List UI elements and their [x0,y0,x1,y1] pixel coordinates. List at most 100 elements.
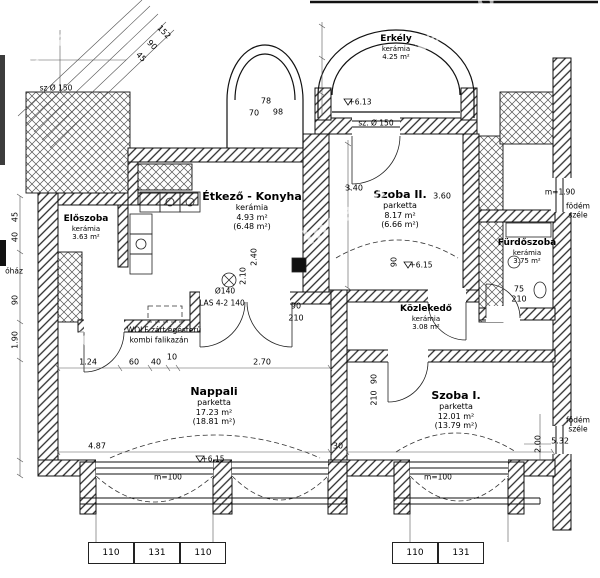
annotation-label: födém [566,201,590,211]
dimension-label: 2.40 [249,248,259,266]
dimension-label: 60 [128,357,140,367]
dimension-label: 90 [290,301,302,311]
dimension-label: 3.60 [433,191,451,201]
scan-marks [0,0,598,266]
annotation-label: +6.15 [201,454,225,464]
dimension-label: 90 [369,373,379,385]
room-etkezo-konyha: Étkező - Konyha kerámia 4.93 m² (6.48 m²… [202,190,302,232]
room-area: 3.08 m² [412,323,440,332]
dimension-label: 78 [260,96,272,106]
window-lines [96,120,564,475]
annotation-label: sz Ø 150 [39,83,73,93]
fixtures [129,191,552,299]
balcony-arches [226,29,475,148]
room-nappali: Nappali parketta 17.23 m² (18.81 m²) [190,385,237,427]
annotation-label: +6.13 [348,97,372,107]
dimension-label: 1.24 [79,357,97,367]
dimension-label: 30 [332,441,344,451]
room-area: 17.23 m² [195,407,233,417]
room-area: 3.75 m² [513,257,541,266]
annotation-label: óház [5,266,23,276]
annotation-label: m=1.90 [544,187,576,197]
annotation-label: széle [568,424,588,434]
annotation-label: kombi falikazán [129,335,189,345]
room-material: parketta [197,398,231,408]
dimension-label: 5.32 [551,436,569,446]
dimension-label: 90 [10,294,20,306]
dimension-label: 90 [145,38,159,52]
dimension-label: 98 [272,107,284,117]
watermark-text: Értékes Ottho [18,0,174,73]
level-marks [195,98,413,463]
annotation-label: sz. Ø 150 [358,118,394,128]
dimension-box: 110 [88,542,134,564]
dimension-label: 2.00 [533,435,543,453]
annotation-label: Ø140 [214,286,236,296]
room-area-secondary: (18.81 m²) [192,417,236,427]
dimension-label: 75 [513,284,525,294]
watermark-text: tékas Otta [409,0,531,58]
dimension-label: 90 [389,256,399,268]
room-kozlekedo: Közlekedő kerámia 3.08 m² [400,304,452,332]
dimension-box: 131 [134,542,180,564]
room-furdoszoba: Fürdőszoba kerámia 3.75 m² [498,238,556,266]
room-area-secondary: (6.66 m²) [381,220,419,230]
dimension-box: 131 [438,542,484,564]
dimension-label: 3.40 [345,183,363,193]
room-name: Szoba I. [431,389,481,402]
dimension-label: 45 [10,211,20,223]
annotation-label: m=100 [154,472,182,482]
room-name: Fürdőszoba [497,238,557,248]
room-material: parketta [383,201,417,211]
room-name: Előszoba [63,214,109,224]
dimension-label: 210 [369,390,379,406]
door-swings [83,135,521,403]
room-area-secondary: (6.48 m²) [233,222,271,232]
room-eloszoba: Előszoba kerámia 3.63 m² [64,214,109,242]
room-erkely: Erkély kerámia 4.25 m² [380,34,411,62]
dimension-label: 210 [511,294,527,304]
dimension-label: 40 [150,357,162,367]
room-name: Közlekedő [400,304,452,314]
room-material: kerámia [381,44,411,53]
dimension-label: 70 [248,108,260,118]
dimension-lines [16,0,556,542]
room-area: 3.63 m² [72,233,100,242]
dimension-label: 210 [288,313,304,323]
room-area-secondary: (13.79 m²) [434,421,478,431]
dimension-label: 45 [134,50,148,64]
dimension-label: 2.10 [238,267,248,285]
dimension-label: 2.70 [253,357,271,367]
dimension-box: 110 [392,542,438,564]
dimension-label: 4.87 [88,441,106,451]
room-material: kerámia [411,314,441,323]
dimension-box: 110 [180,542,226,564]
room-szoba-1: Szoba I. parketta 12.01 m² (13.79 m²) [431,389,480,431]
room-name: Nappali [190,385,238,398]
annotation-label: széle [568,210,588,220]
annotation-label: WOLF zárt égésterű [126,325,202,335]
dimension-label: 10 [166,352,178,362]
room-name: Étkező - Konyha [202,190,302,203]
room-area: 8.17 m² [384,210,416,220]
dimension-label: 152 [155,23,173,41]
room-material: kerámia [235,203,269,213]
room-material: parketta [439,402,473,412]
annotation-label: +6.15 [409,260,433,270]
room-area: 4.25 m² [382,53,410,62]
room-name: Erkély [380,34,412,44]
dimension-label: 40 [10,231,20,243]
room-area: 4.93 m² [236,212,268,222]
dimension-label: 1.90 [10,331,20,349]
room-area: 12.01 m² [437,411,475,421]
terrace-lines [79,497,541,505]
room-material: kerámia [71,224,101,233]
room-szoba-2: Szoba II. parketta 8.17 m² (6.66 m²) [373,188,426,230]
annotation-label: m=100 [424,472,452,482]
room-name: Szoba II. [373,188,427,201]
dashed-lines [95,239,517,503]
annotation-label: födém [566,415,590,425]
